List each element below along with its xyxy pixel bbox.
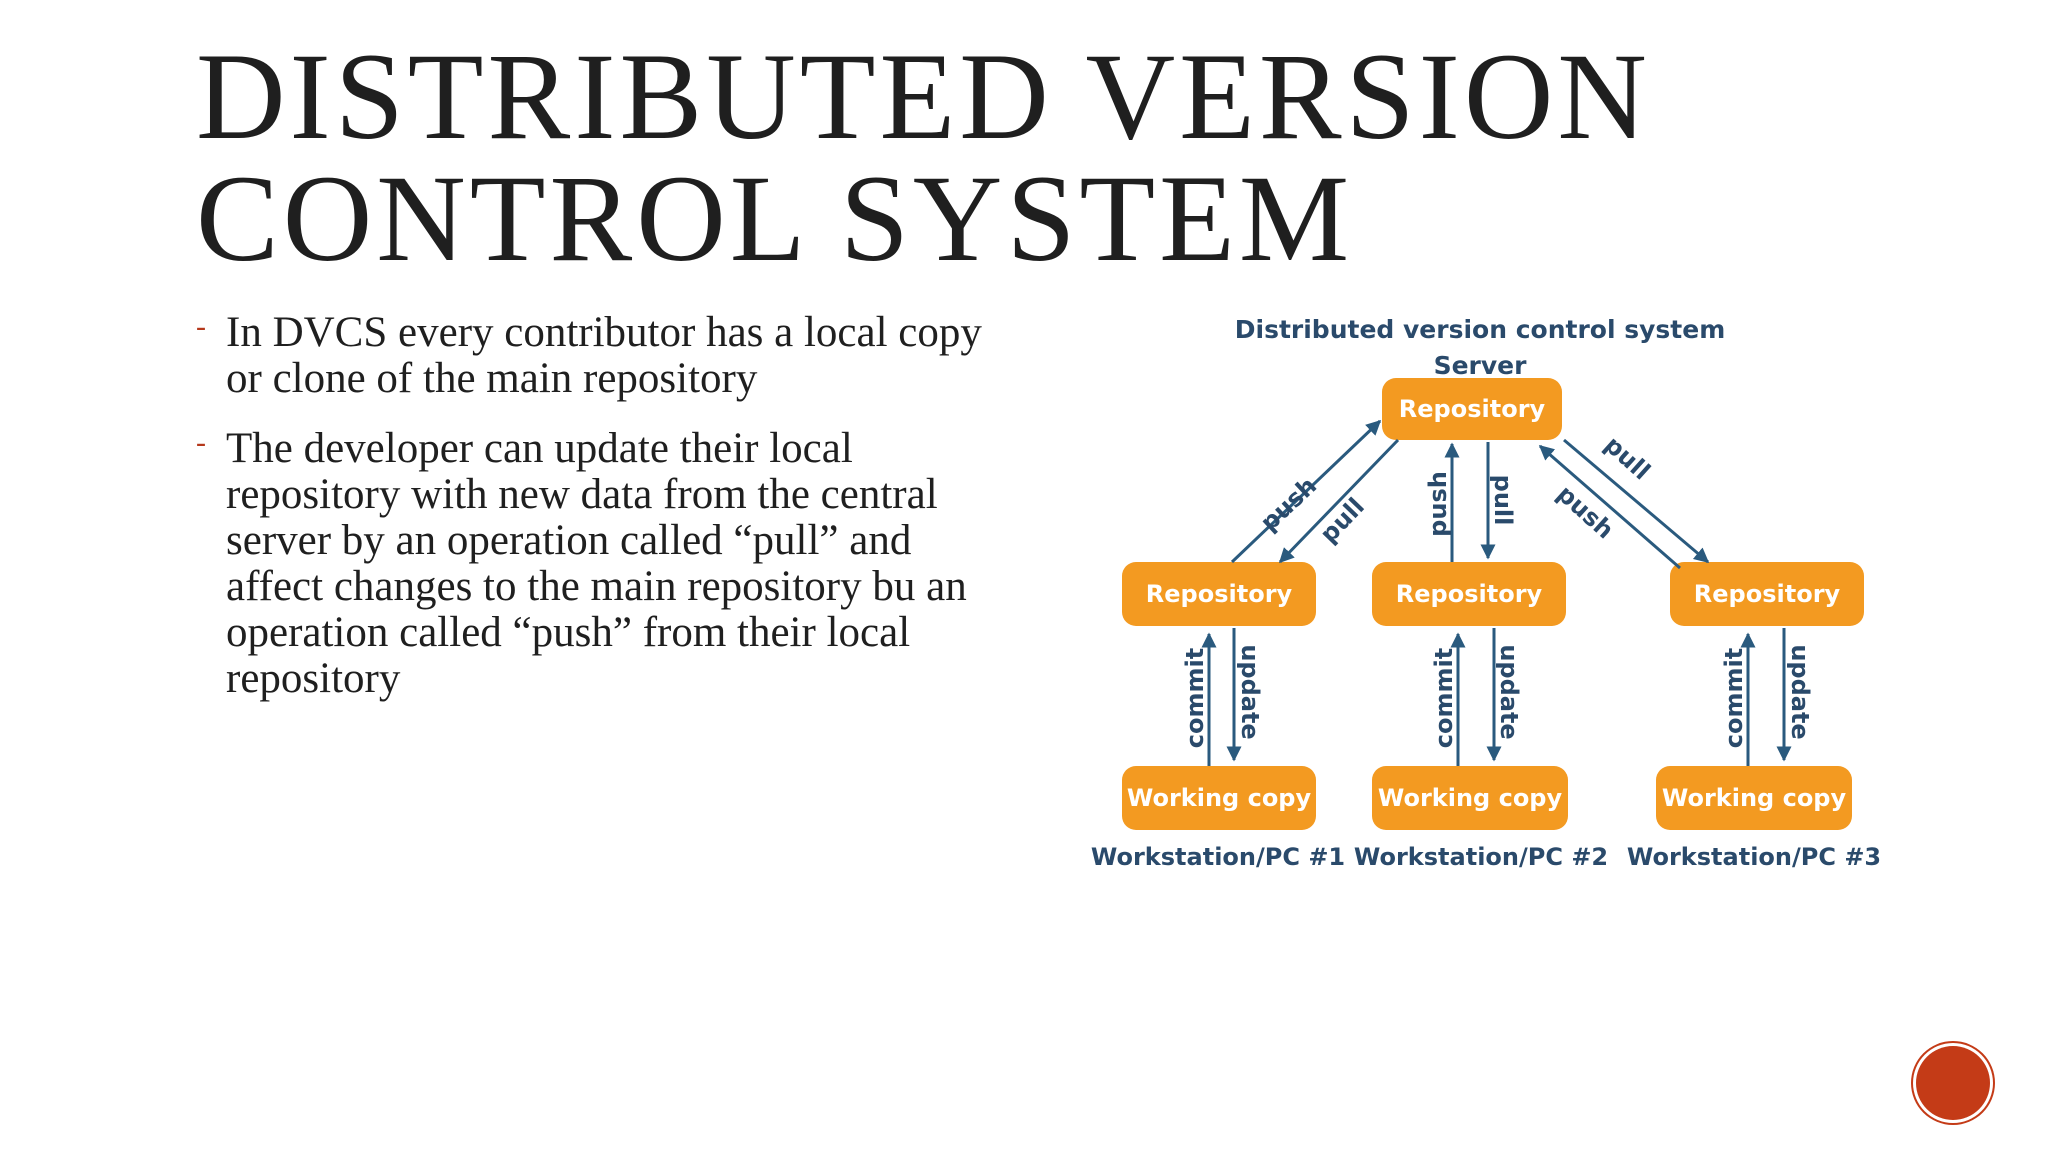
local-repository-box-3: Repository (1670, 562, 1864, 626)
slide-title: Distributed Version Control System (196, 28, 1651, 287)
workstation-label-3: Workstation/PC #3 (1627, 843, 1881, 871)
working-copy-box-2: Working copy (1372, 766, 1568, 830)
update-label-1: update (1236, 644, 1264, 739)
slide-number-badge (1916, 1046, 1990, 1120)
local-repository-box-1: Repository (1122, 562, 1316, 626)
local-repository-label: Repository (1396, 580, 1543, 608)
push-arrow-right (1538, 444, 1681, 570)
pull-label-middle: pull (1489, 475, 1517, 526)
bullet-item: - The developer can update their local r… (196, 426, 1016, 702)
server-repository-box: Repository (1382, 378, 1562, 440)
working-copy-box-3: Working copy (1656, 766, 1852, 830)
working-copy-label: Working copy (1662, 784, 1847, 812)
title-line-1: Distributed Version (196, 28, 1651, 165)
bullet-text: In DVCS every contributor has a local co… (226, 309, 982, 402)
update-label-3: update (1786, 644, 1814, 739)
commit-label-1: commit (1181, 648, 1209, 748)
title-line-2: Control System (196, 150, 1354, 287)
push-label-middle: push (1424, 471, 1452, 537)
bullet-marker: - (196, 426, 206, 459)
pull-arrow-right (1563, 438, 1710, 564)
bullet-list: - In DVCS every contributor has a local … (196, 310, 1016, 726)
bullet-item: - In DVCS every contributor has a local … (196, 310, 1016, 402)
commit-label-3: commit (1720, 648, 1748, 748)
working-copy-box-1: Working copy (1122, 766, 1316, 830)
push-arrow-left (1230, 419, 1382, 564)
dvcs-diagram: Distributed version control system Serve… (1080, 300, 1920, 890)
push-label-right: push (1552, 480, 1620, 545)
pull-arrow-left (1278, 438, 1400, 564)
update-label-2: update (1495, 644, 1523, 739)
server-label: Server (1434, 351, 1528, 380)
local-repository-label: Repository (1694, 580, 1841, 608)
local-repository-box-2: Repository (1372, 562, 1566, 626)
local-repository-label: Repository (1146, 580, 1293, 608)
pull-label-left: pull (1315, 492, 1370, 548)
dvcs-diagram-svg: Distributed version control system Serve… (1091, 315, 1881, 871)
bullet-text: The developer can update their local rep… (226, 425, 967, 702)
working-copy-label: Working copy (1127, 784, 1312, 812)
workstation-label-1: Workstation/PC #1 (1091, 843, 1345, 871)
working-copy-label: Working copy (1378, 784, 1563, 812)
commit-label-2: commit (1430, 648, 1458, 748)
bullet-marker: - (196, 310, 206, 343)
workstation-label-2: Workstation/PC #2 (1354, 843, 1608, 871)
diagram-title: Distributed version control system (1235, 315, 1726, 344)
server-repository-label: Repository (1399, 395, 1546, 423)
